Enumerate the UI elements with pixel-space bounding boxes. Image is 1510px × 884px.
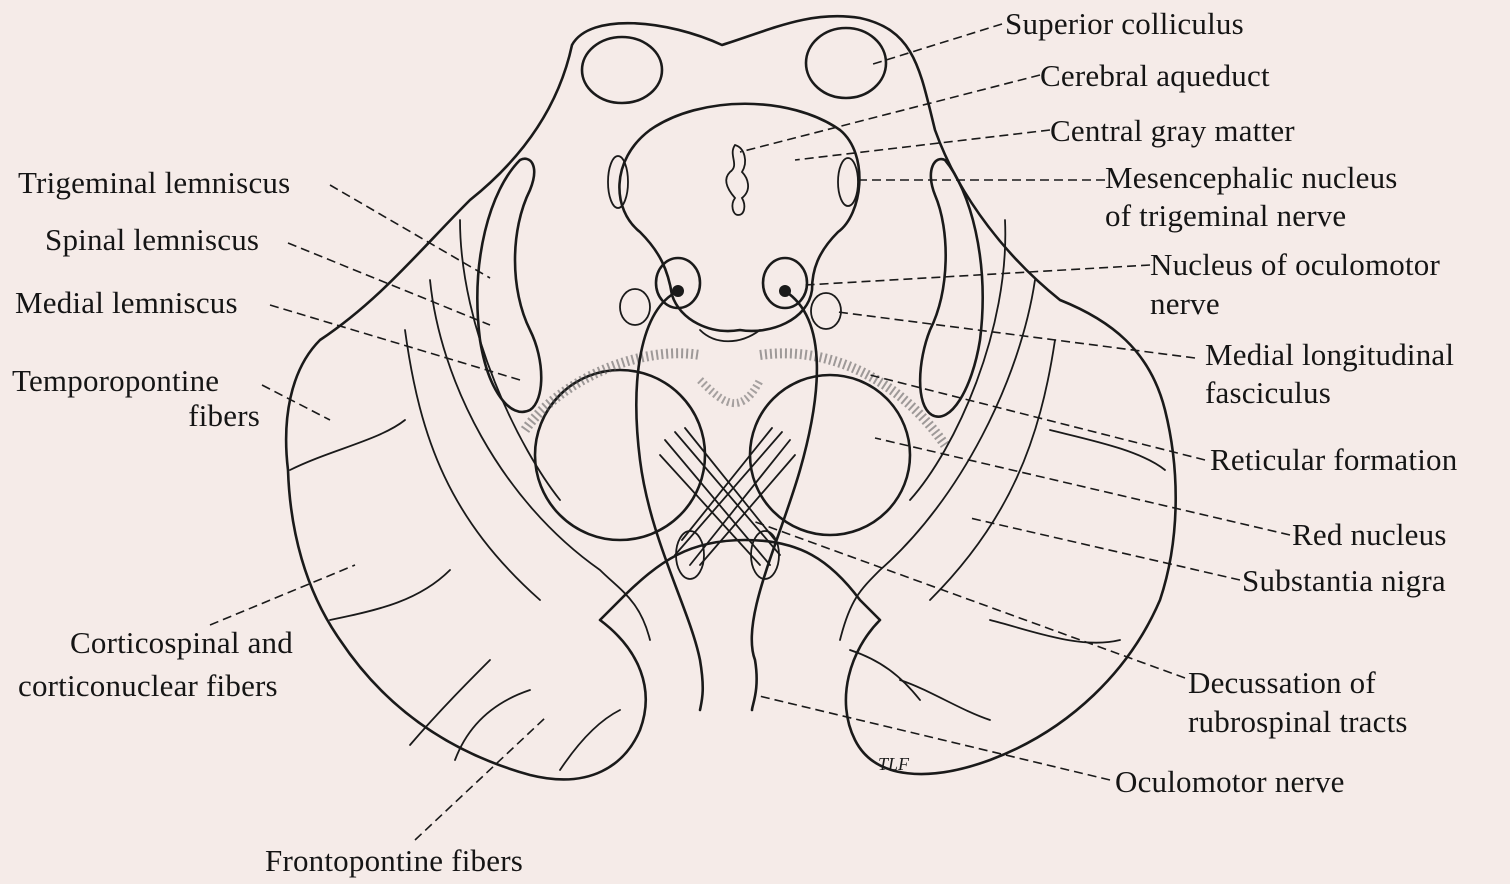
mlf-left — [620, 289, 650, 325]
red-nucleus-left — [535, 370, 705, 540]
label-central-gray-matter: Central gray matter — [1050, 113, 1295, 149]
lemniscus-band-right — [920, 159, 983, 417]
label-nucleus-oculomotor-2: nerve — [1150, 286, 1220, 322]
leader-frontopontine — [415, 718, 545, 840]
artist-signature: TLF — [878, 754, 910, 774]
label-mesencephalic-nucleus-2: of trigeminal nerve — [1105, 198, 1346, 234]
label-mlf-2: fasciculus — [1205, 375, 1331, 411]
label-decussation-2: rubrospinal tracts — [1188, 704, 1408, 740]
label-frontopontine: Frontopontine fibers — [265, 843, 523, 879]
leader-cerebral-aqueduct — [740, 75, 1040, 152]
label-mesencephalic-nucleus-1: Mesencephalic nucleus — [1105, 160, 1398, 196]
superior-colliculus-left — [582, 37, 662, 103]
cerebral-aqueduct — [726, 145, 748, 215]
reticular-formation-mid — [700, 380, 760, 403]
crus-line-left-1 — [430, 280, 650, 640]
label-spinal-lemniscus: Spinal lemniscus — [45, 222, 259, 258]
central-gray-outline — [619, 104, 859, 331]
fissure-right-3 — [900, 680, 990, 720]
label-cerebral-aqueduct: Cerebral aqueduct — [1040, 58, 1270, 94]
fissure-left-3 — [410, 660, 490, 745]
fissure-right-2 — [990, 620, 1120, 643]
label-red-nucleus: Red nucleus — [1292, 517, 1447, 553]
crus-line-left-3 — [460, 220, 560, 500]
label-trigeminal-lemniscus: Trigeminal lemniscus — [18, 165, 290, 201]
leader-oculomotor-nerve — [755, 695, 1110, 780]
leader-corticospinal — [210, 565, 355, 625]
label-decussation-1: Decussation of — [1188, 665, 1376, 701]
crus-line-right-2 — [930, 340, 1055, 600]
mlf-right — [811, 293, 841, 329]
leader-central-gray — [795, 130, 1050, 160]
label-oculomotor-nerve: Oculomotor nerve — [1115, 764, 1345, 800]
label-superior-colliculus: Superior colliculus — [1005, 6, 1244, 42]
leader-nucleus-oculomotor — [805, 265, 1150, 285]
leader-decussation — [750, 520, 1185, 678]
crus-line-left-2 — [405, 330, 540, 600]
red-nucleus-right — [750, 375, 910, 535]
leader-temporopontine — [262, 385, 330, 420]
fissure-left-2 — [330, 570, 450, 620]
label-mlf-1: Medial longitudinal — [1205, 337, 1454, 373]
label-nucleus-oculomotor-1: Nucleus of oculomotor — [1150, 247, 1440, 283]
label-temporopontine-2: fibers — [12, 398, 260, 434]
fissure-right-4 — [850, 650, 920, 700]
label-temporopontine-1: Temporopontine — [12, 363, 219, 399]
label-medial-lemniscus: Medial lemniscus — [15, 285, 238, 321]
leader-medial — [270, 305, 520, 380]
mesencephalic-nucleus-right — [838, 158, 858, 206]
mesencephalic-nucleus-left — [608, 156, 628, 208]
label-reticular-formation: Reticular formation — [1210, 442, 1457, 478]
lemniscus-band-left — [477, 159, 541, 412]
fissure-left-4 — [455, 690, 530, 760]
leader-substantia-nigra — [970, 518, 1240, 580]
oculomotor-nucleus-left — [656, 258, 700, 308]
label-substantia-nigra: Substantia nigra — [1242, 563, 1446, 599]
reticular-formation-right — [760, 353, 945, 445]
fissure-left-1 — [290, 420, 405, 470]
label-corticospinal-1: Corticospinal and — [70, 625, 293, 661]
oculomotor-nucleus-right — [763, 258, 807, 308]
fissure-left-5 — [560, 710, 620, 770]
leader-mlf — [838, 312, 1195, 358]
label-corticospinal-2: corticonuclear fibers — [18, 668, 278, 704]
reticular-formation-left — [525, 353, 700, 430]
